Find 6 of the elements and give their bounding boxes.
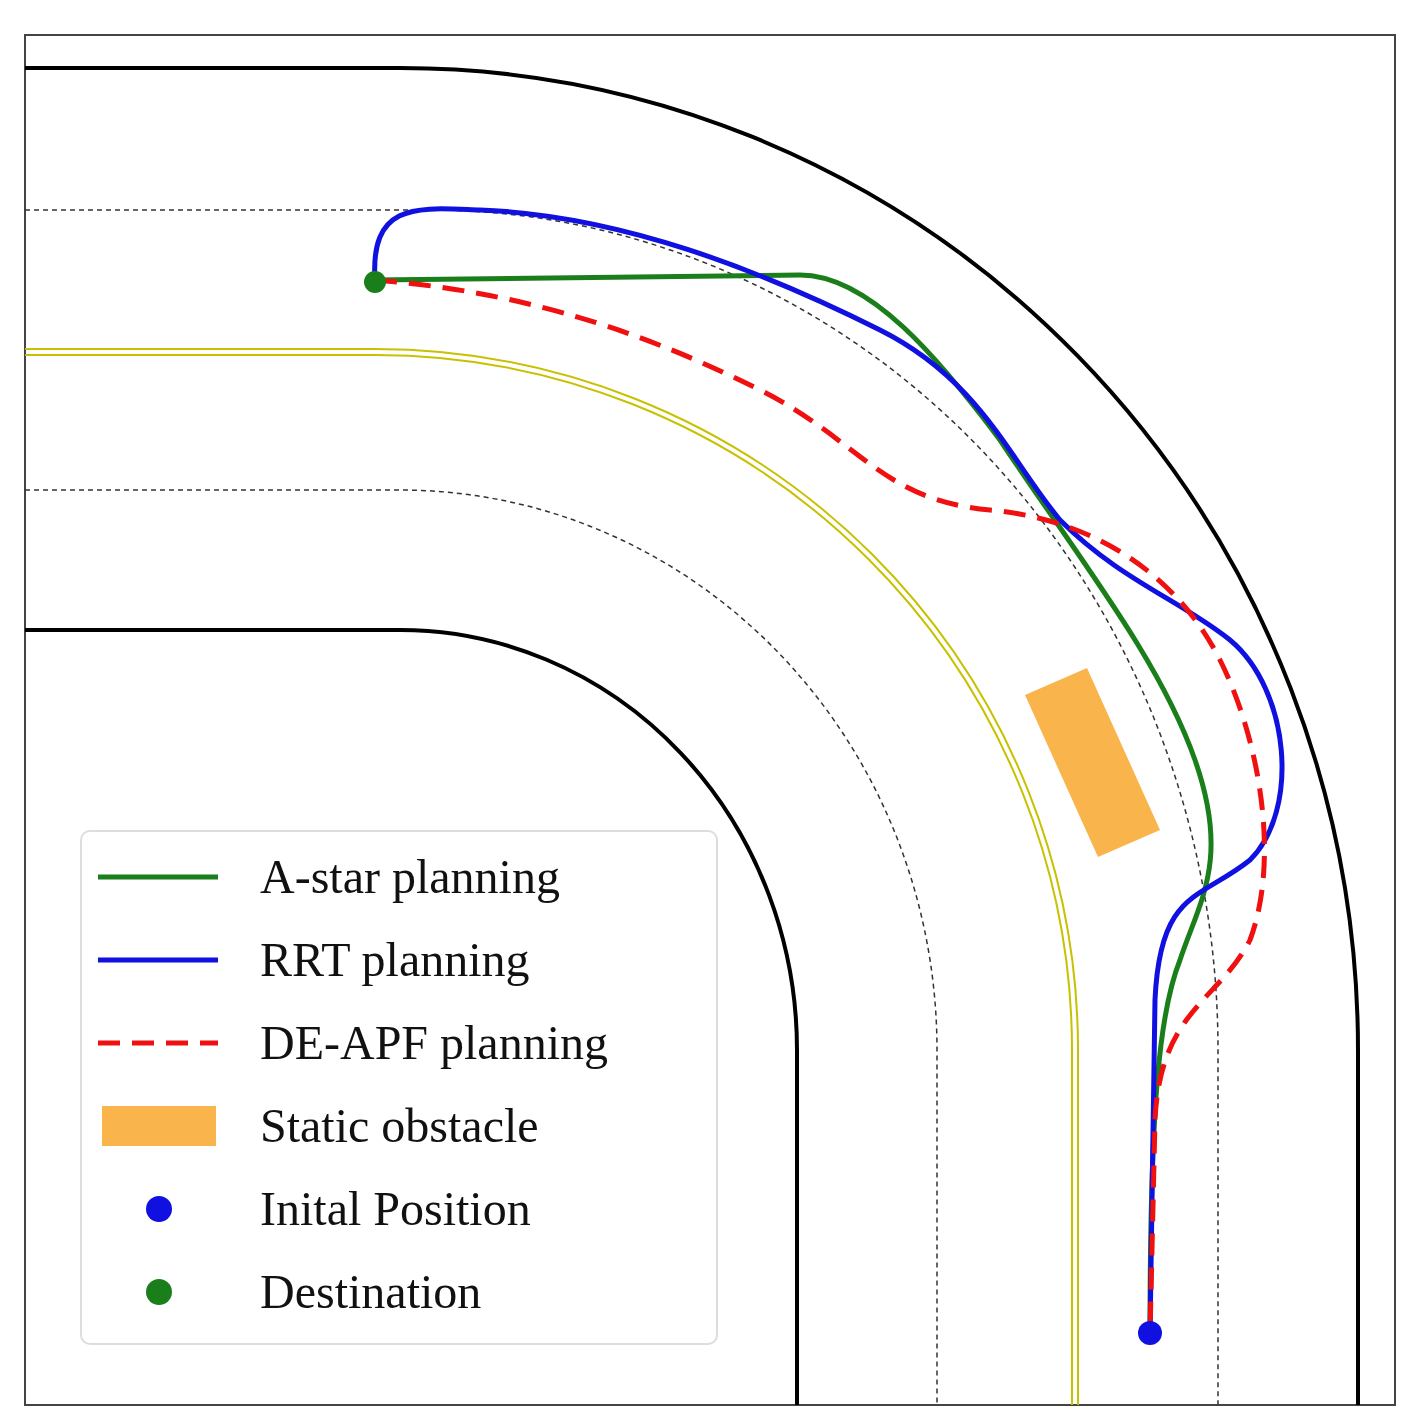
legend-label: DE-APF planning [260,1015,608,1071]
legend-label: A-star planning [260,849,560,905]
legend-label: Destination [260,1264,482,1320]
legend-label: Inital Position [260,1181,531,1237]
legend-label: Static obstacle [260,1098,539,1154]
legend-label: RRT planning [260,932,530,988]
